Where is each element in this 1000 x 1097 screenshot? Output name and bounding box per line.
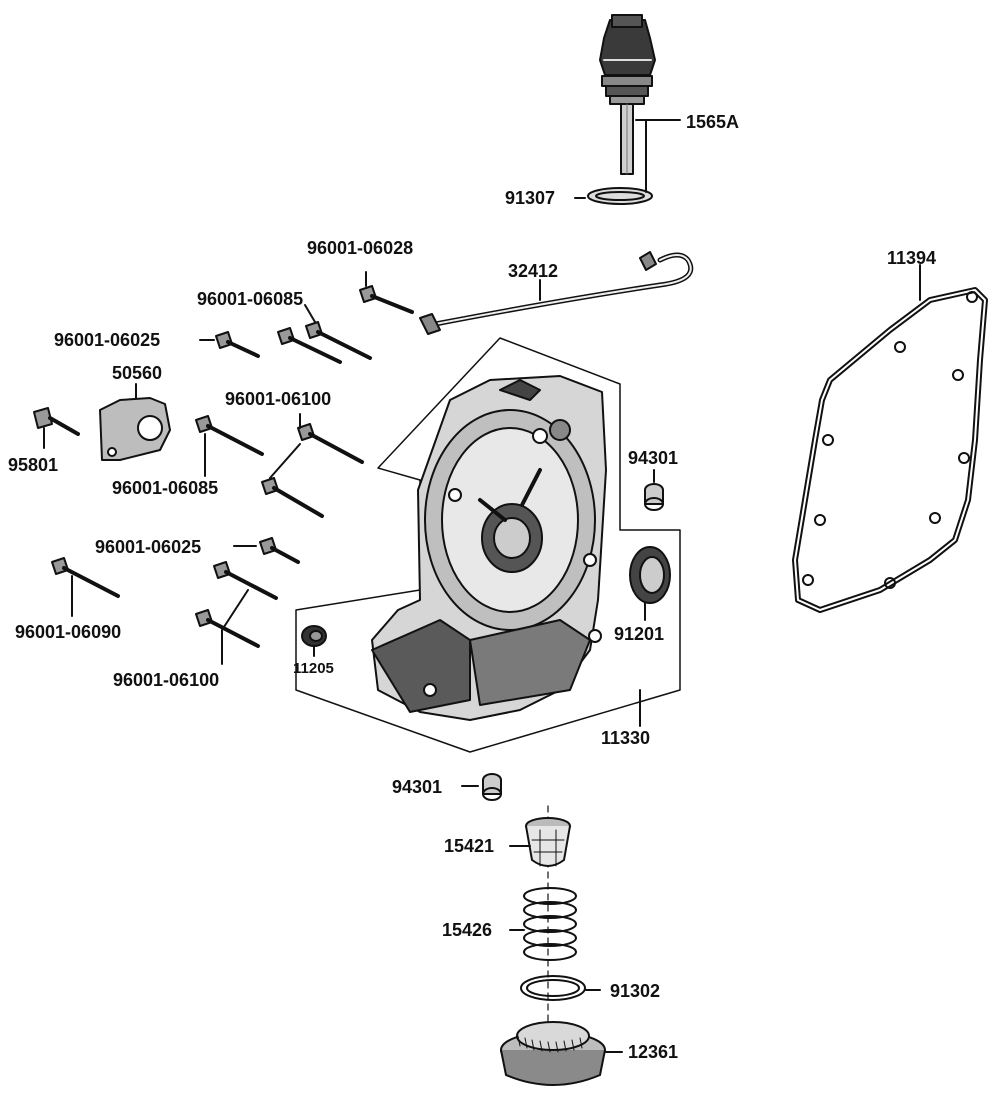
label-96001-06090: 96001-06090 xyxy=(15,622,122,642)
label-96001-06100-lower: 96001-06100 xyxy=(113,670,220,690)
dipstick-part xyxy=(599,14,656,175)
label-50560: 50560 xyxy=(112,363,163,383)
label-91201: 91201 xyxy=(614,624,665,644)
label-15421: 15421 xyxy=(444,836,495,856)
bolt-96001-06025-lower xyxy=(259,537,300,564)
bolt-95801 xyxy=(33,407,80,436)
drain-cap-part xyxy=(500,1021,606,1086)
strainer-part xyxy=(525,817,571,867)
oil-seal-part xyxy=(629,546,671,604)
label-91307: 91307 xyxy=(505,188,556,208)
dipstick-oring-part xyxy=(587,187,653,205)
label-94301-top: 94301 xyxy=(628,448,679,468)
spring-part xyxy=(523,887,577,961)
gasket-part xyxy=(792,287,988,613)
bolt-96001-06085-top xyxy=(277,321,372,364)
bolt-96001-06090 xyxy=(51,557,120,598)
label-96001-06025-lower: 96001-06025 xyxy=(95,537,202,557)
bolt-96001-06085-mid xyxy=(195,415,264,456)
cover-part xyxy=(371,375,607,721)
bolt-96001-06100-lower xyxy=(195,561,278,648)
label-96001-06100-mid: 96001-06100 xyxy=(225,389,332,409)
label-94301-bottom: 94301 xyxy=(392,777,443,797)
label-12361: 12361 xyxy=(628,1042,679,1062)
label-32412: 32412 xyxy=(508,261,559,281)
label-95801: 95801 xyxy=(8,455,59,475)
label-96001-06028: 96001-06028 xyxy=(307,238,414,258)
label-15426: 15426 xyxy=(442,920,493,940)
label-96001-06025-top: 96001-06025 xyxy=(54,330,161,350)
cable-part xyxy=(419,251,694,335)
label-11394: 11394 xyxy=(887,248,937,268)
bolt-96001-06100-mid xyxy=(261,423,364,518)
bolt-96001-06025-top xyxy=(215,331,260,358)
oring-part xyxy=(520,975,586,1001)
label-91302: 91302 xyxy=(610,981,661,1001)
label-1565a: 1565A xyxy=(686,112,740,132)
small-seal-part xyxy=(301,625,327,647)
label-96001-06085-mid: 96001-06085 xyxy=(112,478,219,498)
bracket-50560 xyxy=(99,397,171,461)
label-11205: 11205 xyxy=(293,660,334,677)
label-96001-06085-top: 96001-06085 xyxy=(197,289,304,309)
dowel-pin-bottom xyxy=(482,773,502,801)
dowel-pin-top xyxy=(644,483,664,511)
label-11330: 11330 xyxy=(601,728,651,748)
bolt-96001-06028 xyxy=(359,285,414,314)
